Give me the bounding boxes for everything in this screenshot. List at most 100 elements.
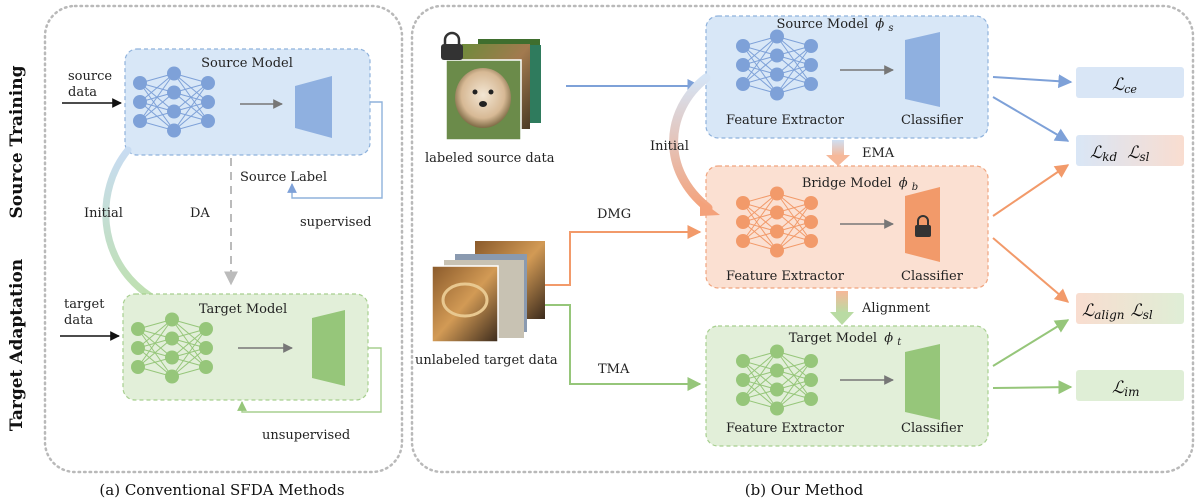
tma-label: TMA bbox=[598, 362, 630, 377]
network-node bbox=[165, 350, 179, 365]
unlabeled-target-images bbox=[431, 241, 545, 343]
network-node bbox=[736, 77, 750, 91]
loss-ce-box bbox=[1076, 67, 1184, 98]
network-node bbox=[804, 77, 818, 91]
bridge-classifier-lock-icon bbox=[915, 215, 931, 237]
tma-arrow bbox=[545, 304, 702, 391]
left-da-label: DA bbox=[190, 206, 210, 221]
network-node bbox=[804, 39, 818, 53]
network-node bbox=[770, 29, 784, 44]
bridge-model-classifier-icon bbox=[905, 187, 940, 262]
network-node bbox=[770, 382, 784, 397]
network-node bbox=[165, 369, 179, 384]
bridge-model-network-icon bbox=[736, 186, 818, 258]
network-node bbox=[133, 76, 147, 90]
network-edge bbox=[171, 328, 207, 377]
network-edge bbox=[776, 45, 812, 75]
network-edge bbox=[171, 328, 207, 358]
network-node bbox=[770, 243, 784, 258]
network-node bbox=[804, 354, 818, 368]
network-edge bbox=[173, 101, 209, 131]
network-node bbox=[736, 373, 750, 387]
source-data-lock-icon bbox=[441, 31, 463, 60]
network-node bbox=[201, 95, 215, 109]
network-node bbox=[201, 76, 215, 90]
network-edge bbox=[776, 202, 812, 251]
labeled-source-data-label: labeled source data bbox=[425, 151, 555, 166]
source-to-kd-arrow bbox=[992, 96, 1070, 142]
initial-arrowhead bbox=[700, 200, 720, 216]
left-target-input-label-line1: target bbox=[64, 297, 105, 312]
network-node bbox=[770, 344, 784, 359]
target-to-align-arrow bbox=[992, 319, 1070, 367]
loss-kd-sl-box bbox=[1076, 135, 1184, 166]
network-node bbox=[804, 373, 818, 387]
network-edge bbox=[776, 360, 812, 390]
source-model-classifier-label: Classifier bbox=[901, 113, 964, 128]
left-source-label-text: Source Label bbox=[240, 170, 327, 185]
unlabeled-target-data-label: unlabeled target data bbox=[415, 353, 558, 368]
right-panel-caption: (b) Our Method bbox=[745, 481, 864, 499]
network-node bbox=[736, 392, 750, 406]
network-edge bbox=[776, 202, 812, 232]
source-to-ce-arrow bbox=[992, 74, 1073, 89]
left-initial-arrow bbox=[102, 146, 154, 300]
network-node bbox=[804, 58, 818, 72]
network-node bbox=[167, 104, 181, 119]
loss-im-box bbox=[1076, 370, 1184, 401]
network-edge bbox=[776, 221, 812, 251]
loss-ce: ℒce bbox=[1112, 75, 1137, 96]
network-node bbox=[199, 360, 213, 374]
alignment-arrowhead bbox=[830, 312, 854, 325]
bridge-to-align-arrow bbox=[992, 237, 1070, 303]
bridge-model-classifier-label: Classifier bbox=[901, 269, 964, 284]
network-edge bbox=[171, 347, 207, 377]
loss-im: ℒim bbox=[1112, 378, 1139, 399]
bridge-model-title: Bridge Model ϕ b bbox=[802, 176, 918, 193]
left-supervised-loop bbox=[287, 101, 383, 199]
target-model-network-icon bbox=[736, 344, 818, 416]
left-initial-label: Initial bbox=[84, 206, 123, 221]
network-node bbox=[167, 123, 181, 138]
network-node bbox=[770, 401, 784, 416]
network-edge bbox=[742, 55, 778, 85]
network-node bbox=[165, 331, 179, 346]
initial-arrow bbox=[669, 73, 713, 213]
network-edge bbox=[137, 319, 173, 349]
network-node bbox=[736, 354, 750, 368]
network-edge bbox=[742, 351, 778, 381]
source-model-classifier-icon bbox=[905, 32, 940, 107]
network-edge bbox=[139, 73, 175, 122]
network-edge bbox=[137, 338, 173, 368]
network-node bbox=[770, 205, 784, 220]
side-label-target-adaptation: Target Adaptation bbox=[7, 259, 27, 431]
target-to-im-arrow bbox=[992, 380, 1073, 395]
left-unsupervised-label: unsupervised bbox=[262, 428, 350, 443]
network-node bbox=[201, 114, 215, 128]
network-node bbox=[131, 360, 145, 374]
network-edge bbox=[742, 351, 778, 400]
network-node bbox=[133, 95, 147, 109]
alignment-label: Alignment bbox=[861, 301, 931, 316]
network-edge bbox=[776, 45, 812, 94]
dmg-label: DMG bbox=[597, 207, 631, 222]
left-target-model-title: Target Model bbox=[199, 302, 287, 317]
network-node bbox=[804, 234, 818, 248]
left-supervised-label: supervised bbox=[300, 215, 371, 230]
target-model-feature-extractor-label: Feature Extractor bbox=[726, 421, 845, 436]
ema-arrow bbox=[832, 140, 844, 156]
network-node bbox=[167, 85, 181, 100]
network-edge bbox=[742, 36, 778, 66]
network-node bbox=[770, 86, 784, 101]
network-node bbox=[804, 392, 818, 406]
ema-arrowhead bbox=[826, 155, 850, 166]
left-panel-border bbox=[43, 4, 404, 474]
left-source-input-label-line1: source bbox=[68, 69, 112, 84]
network-edge bbox=[742, 193, 778, 242]
left-source-network-icon bbox=[133, 66, 215, 138]
source-model-feature-extractor-label: Feature Extractor bbox=[726, 113, 845, 128]
side-label-source-training: Source Training bbox=[7, 65, 27, 218]
network-node bbox=[736, 196, 750, 210]
